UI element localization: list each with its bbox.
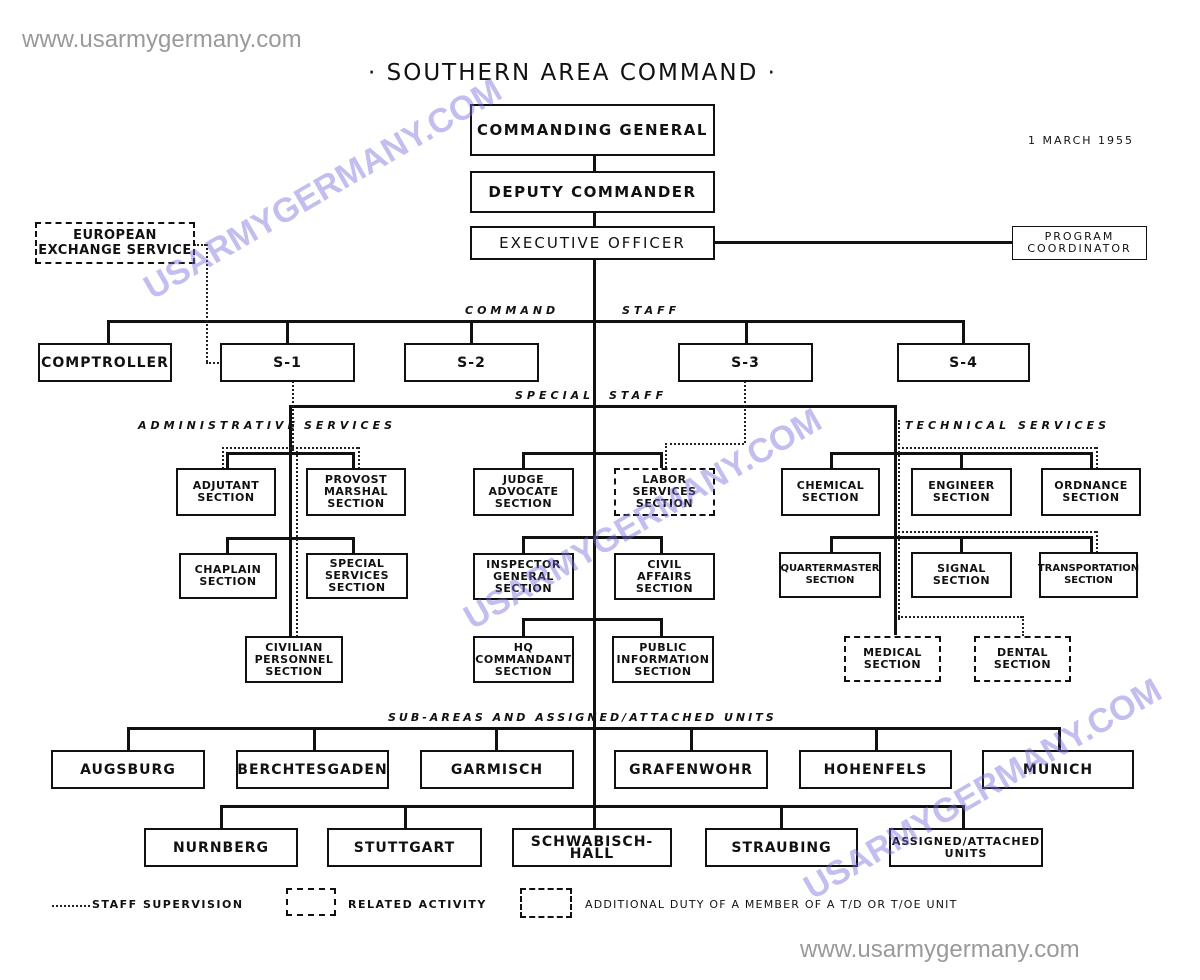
special-services-section-box: SPECIAL SERVICES SECTION — [306, 553, 408, 599]
subarea-grafenwohr-box: GRAFENWOHR — [614, 750, 768, 789]
subarea-munich-box: MUNICH — [982, 750, 1134, 789]
european-exchange-service-box: EUROPEAN EXCHANGE SERVICE — [35, 222, 195, 264]
site-watermark-bottom: www.usarmygermany.com — [800, 936, 1080, 963]
civil-affairs-section-box: CIVIL AFFAIRS SECTION — [614, 553, 715, 600]
technical-services-label: TECHNICAL SERVICES — [905, 419, 1111, 432]
legend-related-activity: RELATED ACTIVITY — [348, 898, 487, 911]
overlay-watermark-1: USARMYGERMANY.COM — [137, 71, 509, 308]
program-coordinator-box: PROGRAM COORDINATOR — [1012, 226, 1147, 260]
deputy-commander-box: DEPUTY COMMANDER — [470, 171, 715, 213]
legend-dotted-line — [52, 905, 90, 907]
s1-box: S-1 — [220, 343, 355, 382]
special-staff-label-left: SPECIAL — [515, 389, 595, 402]
judge-advocate-section-box: JUDGE ADVOCATE SECTION — [473, 468, 574, 516]
s2-box: S-2 — [404, 343, 539, 382]
chaplain-section-box: CHAPLAIN SECTION — [179, 553, 277, 599]
subarea-schwabisch-hall-box: SCHWABISCH-HALL — [512, 828, 672, 867]
chemical-section-box: CHEMICAL SECTION — [781, 468, 880, 516]
quartermaster-section-box: QUARTERMASTER SECTION — [779, 552, 881, 598]
subarea-hohenfels-box: HOHENFELS — [799, 750, 952, 789]
ordnance-section-box: ORDNANCE SECTION — [1041, 468, 1141, 516]
site-watermark-top: www.usarmygermany.com — [22, 26, 302, 53]
s3-box: S-3 — [678, 343, 813, 382]
subarea-garmisch-box: GARMISCH — [420, 750, 574, 789]
overlay-watermark-2: USARMYGERMANY.COM — [457, 401, 829, 638]
adjutant-section-box: ADJUTANT SECTION — [176, 468, 276, 516]
hq-commandant-section-box: HQ COMMANDANT SECTION — [473, 636, 574, 683]
legend-staff-supervision: STAFF SUPERVISION — [92, 898, 244, 911]
commanding-general-box: COMMANDING GENERAL — [470, 104, 715, 156]
signal-section-box: SIGNAL SECTION — [911, 552, 1012, 598]
engineer-section-box: ENGINEER SECTION — [911, 468, 1012, 516]
command-staff-label-left: COMMAND — [465, 304, 560, 317]
subarea-nurnberg-box: NURNBERG — [144, 828, 298, 867]
subarea-straubing-box: STRAUBING — [705, 828, 858, 867]
administrative-services-label: SERVICES — [304, 419, 397, 432]
overlay-watermark-3: USARMYGERMANY.COM — [797, 671, 1169, 908]
administrative-label: ADMINISTRATIVE — [138, 419, 299, 432]
transportation-section-box: TRANSPORTATION SECTION — [1038, 552, 1139, 598]
provost-marshal-section-box: PROVOST MARSHAL SECTION — [306, 468, 406, 516]
dental-section-box: DENTAL SECTION — [974, 636, 1071, 682]
civilian-personnel-section-box: CIVILIAN PERSONNEL SECTION — [245, 636, 343, 683]
subarea-stuttgart-box: STUTTGART — [327, 828, 482, 867]
s4-box: S-4 — [897, 343, 1030, 382]
inspector-general-section-box: INSPECTOR GENERAL SECTION — [473, 553, 574, 600]
public-information-section-box: PUBLIC INFORMATION SECTION — [612, 636, 714, 683]
comptroller-box: COMPTROLLER — [38, 343, 172, 382]
labor-services-section-box: LABOR SERVICES SECTION — [614, 468, 715, 516]
legend-related-activity-swatch — [286, 888, 336, 916]
legend-additional-duty: ADDITIONAL DUTY OF A MEMBER OF A T/D OR … — [585, 898, 958, 911]
executive-officer-box: EXECUTIVE OFFICER — [470, 226, 715, 260]
legend-additional-duty-swatch — [520, 888, 572, 918]
assigned-attached-units-box: ASSIGNED/ATTACHED UNITS — [889, 828, 1043, 867]
subarea-berchtesgaden-box: BERCHTESGADEN — [236, 750, 389, 789]
special-staff-label-right: STAFF — [609, 389, 668, 402]
command-staff-label-right: STAFF — [622, 304, 681, 317]
medical-section-box: MEDICAL SECTION — [844, 636, 941, 682]
page-title: · SOUTHERN AREA COMMAND · — [368, 60, 777, 86]
subareas-label: SUB-AREAS AND ASSIGNED/ATTACHED UNITS — [388, 711, 777, 724]
subarea-augsburg-box: AUGSBURG — [51, 750, 205, 789]
chart-date: 1 MARCH 1955 — [1028, 134, 1135, 147]
